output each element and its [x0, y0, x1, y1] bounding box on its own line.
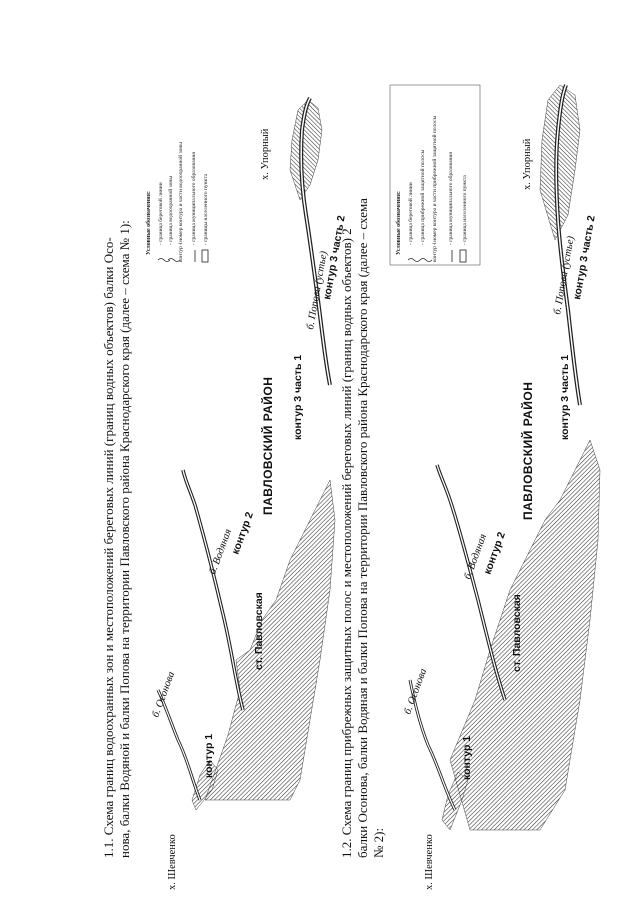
label-district-2: ПАВЛОВСКИЙ РАЙОН: [520, 382, 535, 520]
section2-line2: балки Осонова, балки Водяная и балки Поп…: [355, 198, 370, 858]
label-shevchenko-2: х. Шевченко: [424, 834, 435, 890]
label-kontur3-1-1: контур 3 часть 1: [292, 355, 304, 440]
legend2-frame: [389, 84, 481, 266]
upornyi-settlement-area-2: [539, 84, 581, 241]
upornyi-settlement-area: [289, 99, 323, 201]
label-shevchenko-1: х. Шевченко: [167, 834, 178, 890]
label-pavlovskaya-1: ст. Павловская: [253, 592, 265, 670]
pavlovskaya-settlement-area-2: [449, 439, 601, 831]
section1-line1: 1.1. Схема границ водоохранных зон и мес…: [101, 237, 116, 858]
legend2-item2: - граница прибрежной защитной полосы: [419, 149, 426, 245]
legend1-item1: - граница береговой линии: [157, 182, 164, 245]
section2-text: 1.2. Схема границ прибрежных защитных по…: [339, 198, 386, 858]
pavlovskaya-settlement-area: [204, 479, 336, 801]
section2-line1: 1.2. Схема границ прибрежных защитных по…: [339, 228, 354, 858]
map-scheme-1: х. Шевченко б. Осонова контур 1 б. Водян…: [145, 97, 348, 890]
label-kontur1-1: контур 1: [203, 734, 215, 778]
label-upornyi-1: х. Упорный: [260, 128, 271, 180]
map-scheme-2: х. Шевченко б. Осонова контур 1 б. Водян…: [389, 84, 601, 890]
section1-text: 1.1. Схема границ водоохранных зон и мес…: [101, 220, 132, 858]
section2-line3: № 2):: [371, 828, 386, 858]
legend2-item3: - номер контура и части прибрежной защит…: [431, 115, 438, 245]
legend1-item3: - номер контура и части водоохранной зон…: [177, 142, 184, 245]
label-kontur2-1: контур 2: [230, 510, 256, 556]
legend1-item5: - границы населенного пункта: [203, 173, 209, 245]
legend2-item4: - граница муниципального образования: [447, 152, 454, 245]
legend2-title: Условные обозначения:: [395, 191, 402, 255]
legend2-sample: контур 1: [432, 242, 438, 262]
legend2-item1: - граница береговой линии: [407, 182, 414, 245]
legend-1: Условные обозначения: - граница берегово…: [145, 142, 209, 263]
legend1-item2: - граница водоохранной зоны: [167, 176, 174, 245]
label-upornyi-2: х. Упорный: [522, 138, 533, 190]
label-district-1: ПАВЛОВСКИЙ РАЙОН: [260, 377, 275, 515]
legend1-title: Условные обозначения:: [145, 191, 152, 255]
label-popova-2: б. Попова (устье): [552, 235, 577, 316]
vodyanaya-river: [181, 469, 245, 711]
shevchenko-settlement-area-2: [441, 771, 469, 831]
section1-line2: нова, балки Водяной и балки Попова на те…: [117, 220, 132, 858]
label-kontur1-2: контур 1: [461, 736, 473, 780]
label-kontur3-2-2: контур 3 часть 2: [571, 214, 598, 300]
label-pavlovskaya-2: ст. Павловская: [511, 594, 523, 672]
legend1-item4: - граница муниципального образования: [190, 152, 197, 245]
label-osonova-1: б. Осонова: [150, 670, 177, 719]
legend1-sample: контур 1: [178, 242, 184, 262]
legend-2: Условные обозначения: - граница берегово…: [389, 84, 481, 266]
label-kontur3-1-2: контур 3 часть 1: [559, 355, 571, 440]
legend2-item5: - граница населенного пункта: [462, 175, 468, 245]
